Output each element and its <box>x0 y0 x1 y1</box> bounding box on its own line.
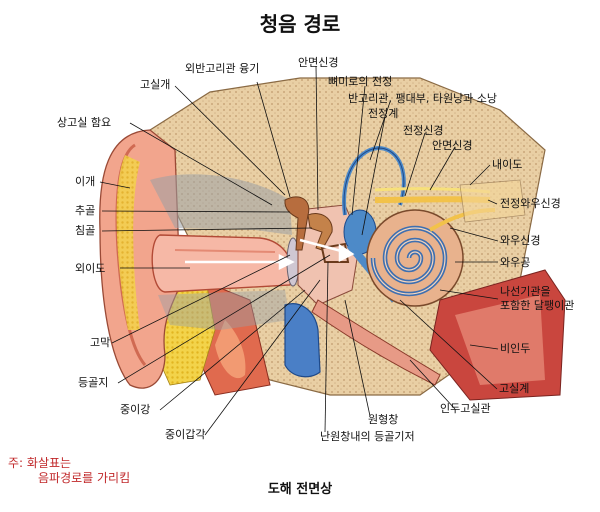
label-stapes: 등골지 <box>78 376 109 389</box>
label-cochlear-duct: 와우공 <box>500 256 531 269</box>
arrow-note: 주: 화살표는 음파경로를 가리킴 <box>8 456 130 486</box>
label-labyrinth-vestibule: 뼈미로의 전정 <box>328 75 393 88</box>
cochlea-outer <box>366 209 464 307</box>
label-tympanic-cavity-top: 고실개 <box>140 78 171 91</box>
label-vestibulocochlear-nerve: 전정와우신경 <box>500 197 561 210</box>
auricle-cartilage <box>116 155 140 330</box>
eustachian-tube <box>311 299 441 386</box>
label-incus: 침골 <box>75 224 96 237</box>
label-malleus: 추골 <box>75 204 96 217</box>
label-round-window: 원형창 <box>368 413 399 426</box>
external-auditory-canal <box>151 234 293 293</box>
label-internal-meatus: 내이도 <box>492 158 523 171</box>
sound-path-arrows <box>185 238 355 271</box>
label-external-meatus: 외이도 <box>75 262 106 275</box>
label-facial-nerve-top: 안면신경 <box>298 56 339 69</box>
label-stapes-footplate: 난원창내의 등골기저 <box>320 430 415 443</box>
label-spiral-cochlea-2: 포함한 달팽이관 <box>500 299 575 312</box>
stapes-bone <box>320 242 350 263</box>
label-middle-ear: 중이강 <box>120 403 151 416</box>
label-vestibular-scala: 전정계 <box>368 107 399 120</box>
label-middle-ear-lining: 중이갑각 <box>165 428 206 441</box>
label-eustachian-tube: 인두고실관 <box>440 402 491 415</box>
label-facial-nerve-right: 안면신경 <box>432 139 473 152</box>
malleus-bone <box>284 196 310 251</box>
diagram-title: 청음 경로 <box>259 12 341 36</box>
label-eardrum: 고막 <box>90 336 111 349</box>
note-line-1: 주: 화살표는 <box>8 456 72 470</box>
label-cochlear-nerve: 와우신경 <box>500 234 541 247</box>
label-ext-semicircular-bulge: 외반고리관 융기 <box>185 62 260 75</box>
jugular-vein <box>284 303 321 378</box>
label-nasopharynx: 비인두 <box>500 342 531 355</box>
note-line-2: 음파경로를 가리킴 <box>38 471 131 485</box>
label-spiral-cochlea-1: 나선기관을 <box>500 285 551 298</box>
label-superior-recess: 상고실 함요 <box>57 116 112 129</box>
label-auricle: 이개 <box>75 175 96 188</box>
internal-meatus <box>459 179 526 223</box>
label-tympanic-canal: 고실계 <box>499 382 530 395</box>
label-semicircular-ducts: 반고리관, 팽대부, 타원낭과 소낭 <box>348 92 498 105</box>
incus-bone <box>307 213 333 251</box>
label-vestibular-nerve: 전정신경 <box>403 124 444 137</box>
diagram-caption: 도해 전면상 <box>267 482 333 497</box>
